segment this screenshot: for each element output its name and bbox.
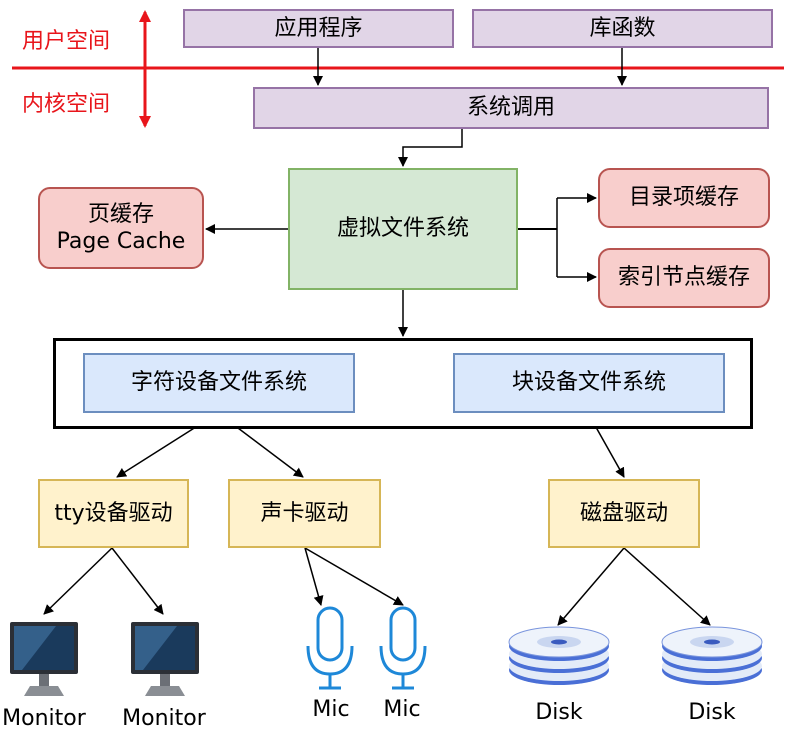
disk-icon [508, 626, 610, 685]
arrow-sound-to-mic2 [304, 547, 404, 606]
user-space-label: 用户空间 [22, 29, 111, 54]
microphone-icon [379, 606, 427, 690]
block-fs-label: 块设备文件系统 [511, 370, 666, 396]
disk2-label: Disk [688, 700, 736, 725]
inode-cache-box: 索引节点缓存 [598, 248, 770, 308]
kernel-space-label: 内核空间 [22, 92, 111, 117]
inode-cache-label: 索引节点缓存 [617, 265, 750, 291]
page-cache-label-en: Page Cache [56, 229, 186, 254]
block-fs-box: 块设备文件系统 [453, 353, 725, 413]
monitor1-label: Monitor [2, 706, 86, 731]
page-cache-box: 页缓存 Page Cache [38, 187, 204, 269]
sound-driver-label: 声卡驱动 [260, 500, 349, 526]
char-fs-label: 字符设备文件系统 [130, 370, 307, 396]
char-fs-box: 字符设备文件系统 [83, 353, 355, 413]
mic1-label: Mic [312, 697, 350, 722]
tty-driver-box: tty设备驱动 [38, 479, 189, 548]
arrow-tty-to-monitor2 [111, 547, 164, 615]
arrow-syscall-to-vfs [398, 129, 463, 167]
dentry-cache-box: 目录项缓存 [598, 168, 770, 228]
lib-box: 库函数 [472, 9, 773, 48]
vfs-box: 虚拟文件系统 [288, 168, 518, 290]
monitor-icon [10, 622, 78, 696]
syscall-label: 系统调用 [466, 95, 555, 121]
monitor-icon [131, 622, 199, 696]
mic2-label: Mic [383, 697, 421, 722]
microphone-icon [306, 606, 354, 690]
arrow-tty-to-monitor1 [43, 547, 113, 615]
disk-driver-label: 磁盘驱动 [579, 500, 668, 526]
tty-driver-label: tty设备驱动 [54, 500, 173, 526]
arrow-disk-driver-to-disk2 [623, 547, 711, 626]
lib-label: 库函数 [589, 15, 656, 41]
app-box: 应用程序 [183, 9, 454, 48]
sound-driver-box: 声卡驱动 [228, 479, 381, 548]
dentry-cache-label: 目录项缓存 [628, 185, 739, 211]
disk-driver-box: 磁盘驱动 [548, 479, 700, 548]
vfs-label: 虚拟文件系统 [336, 216, 469, 242]
arrow-sound-to-mic1 [304, 547, 324, 606]
disk-icon [661, 626, 763, 685]
arrow-disk-driver-to-disk1 [557, 547, 625, 626]
disk1-label: Disk [535, 700, 583, 725]
app-label: 应用程序 [274, 15, 363, 41]
page-cache-label-cn: 页缓存 [87, 201, 154, 227]
syscall-box: 系统调用 [253, 87, 769, 129]
monitor2-label: Monitor [122, 706, 206, 731]
